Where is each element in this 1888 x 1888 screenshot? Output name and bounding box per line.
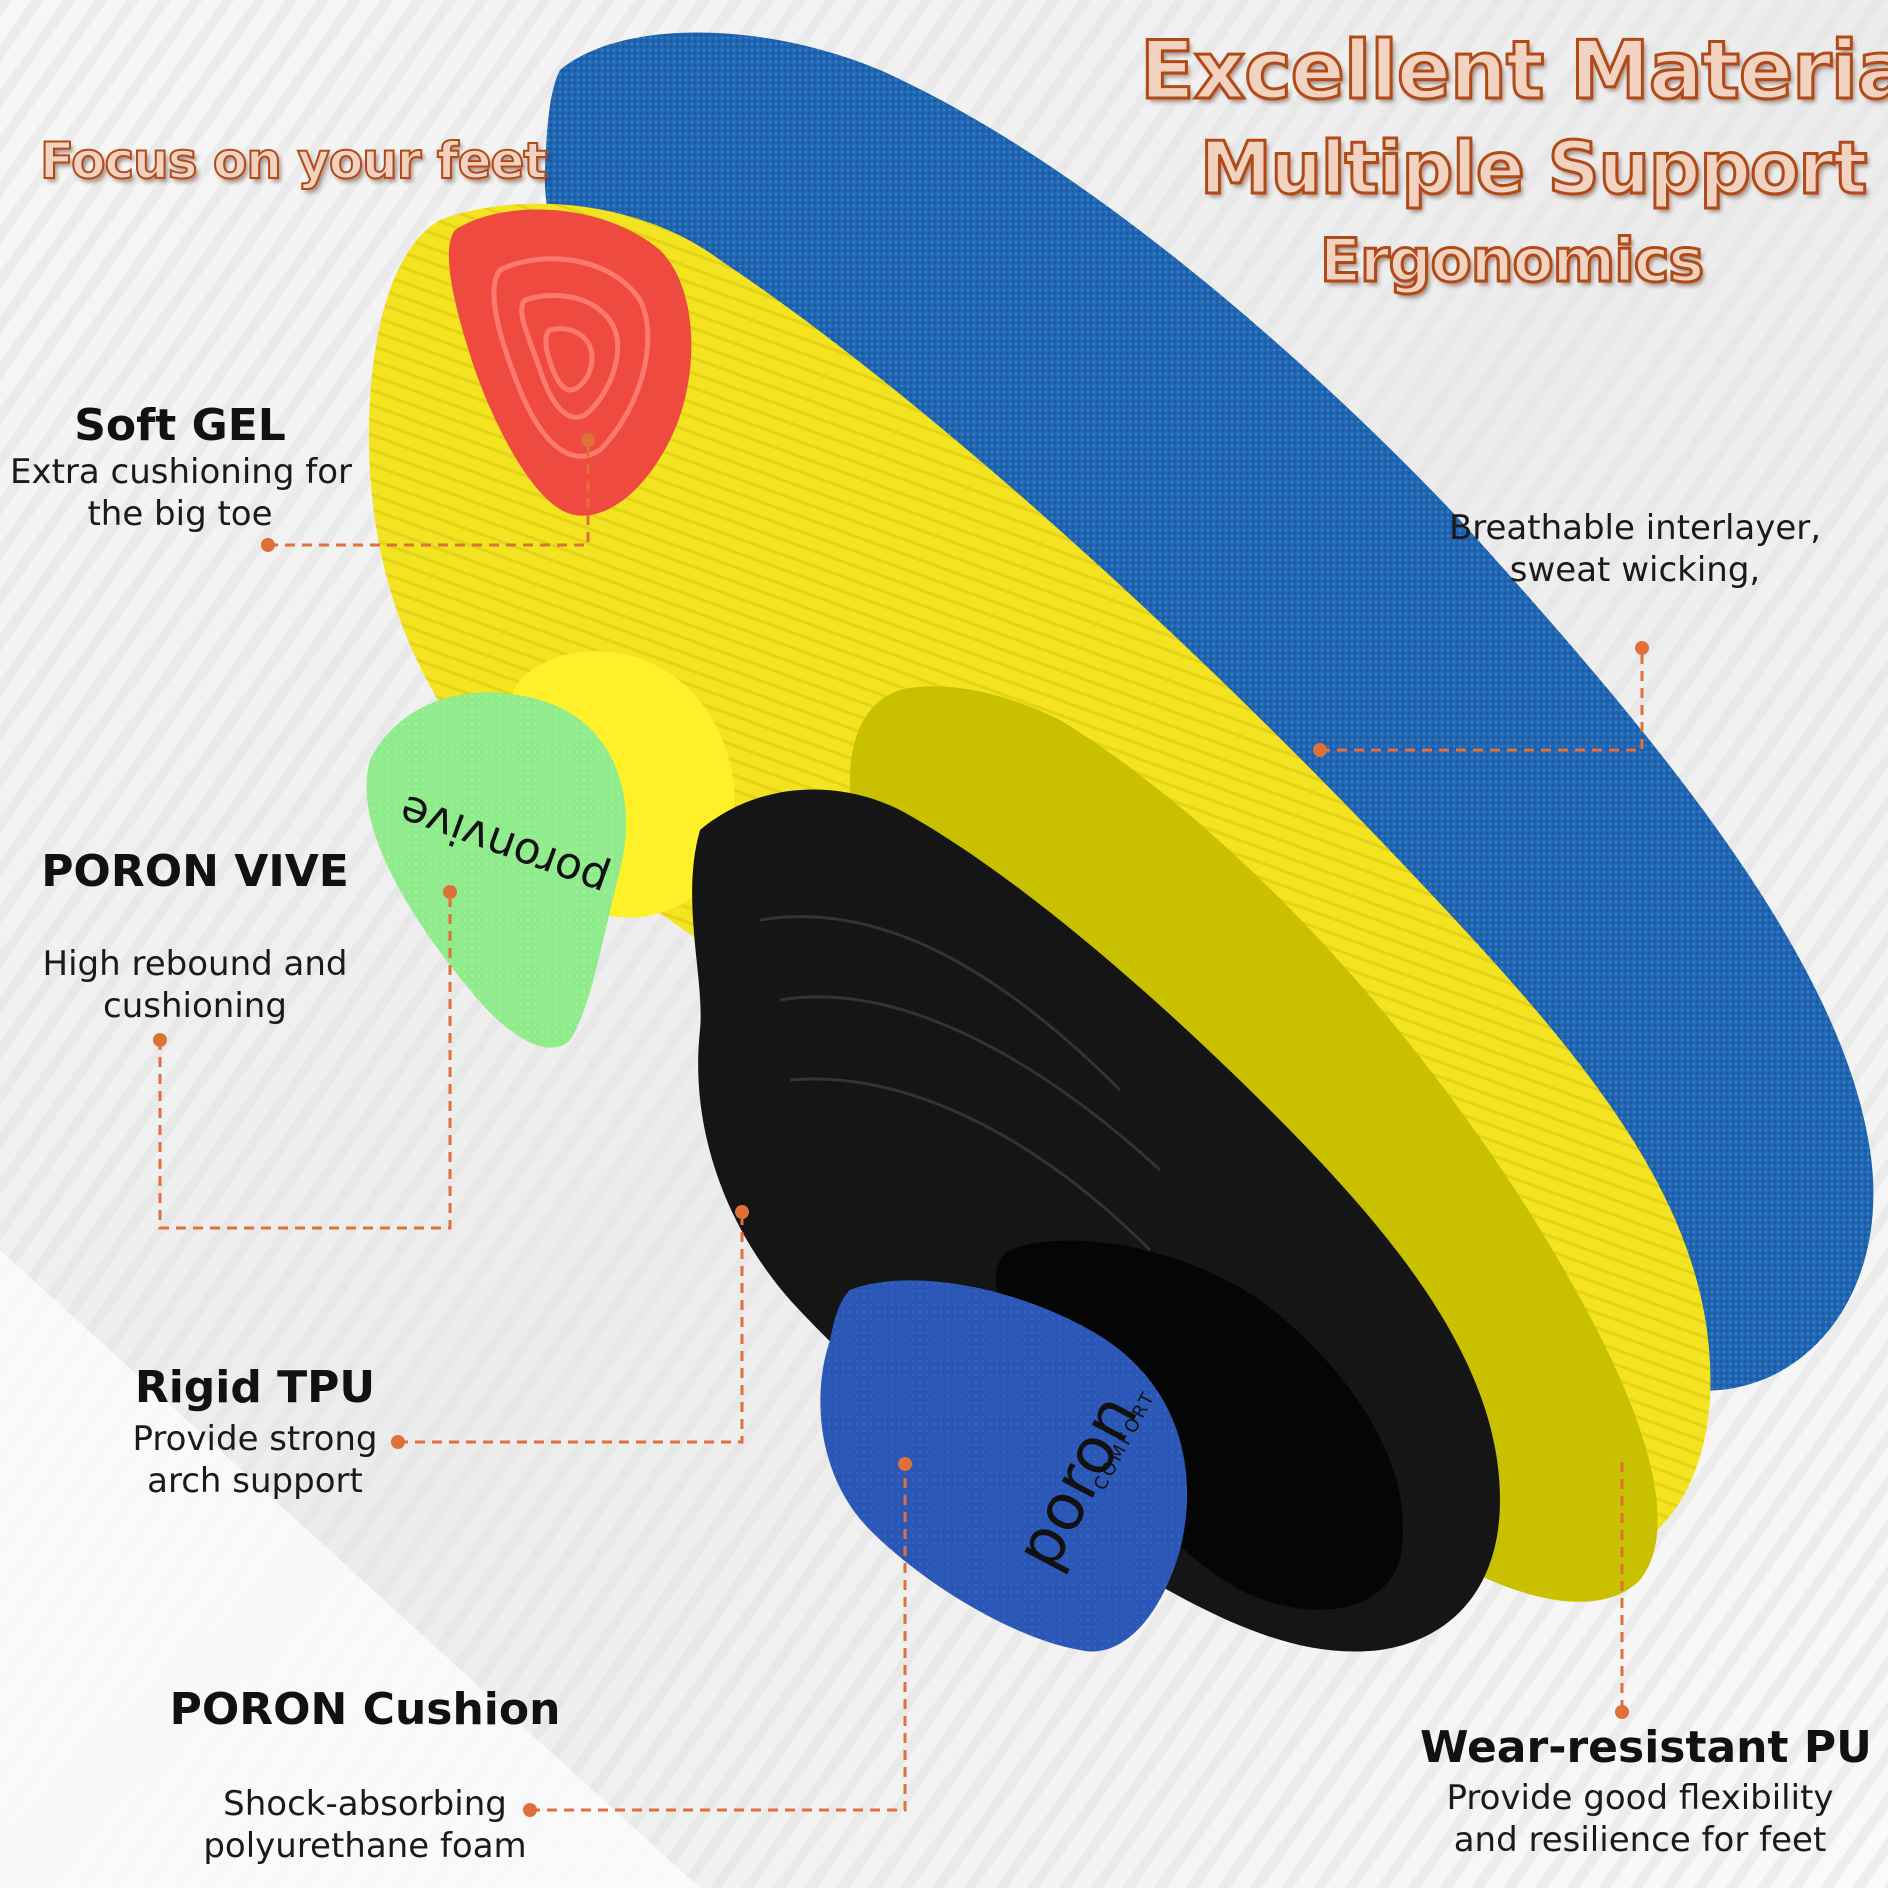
breathable-desc-line1: Breathable interlayer,	[1448, 508, 1822, 548]
leader-breathable	[1320, 648, 1644, 752]
wear-pu-title: Wear-resistant PU	[1420, 1722, 1872, 1773]
leader-rigid-tpu	[398, 1212, 744, 1444]
callout-leaders	[158, 440, 1644, 1812]
rigid-tpu-shell	[692, 789, 1500, 1652]
soft-gel-desc-line1: Extra cushioning for	[10, 452, 352, 492]
dot-poron-cushion-target	[898, 1457, 912, 1471]
rigid-tpu-desc-line1: Provide strong	[132, 1419, 378, 1459]
dot-breathable-target	[1313, 743, 1327, 757]
leader-poron-cushion	[530, 1464, 907, 1812]
dot-soft-gel	[261, 538, 275, 552]
wear-pu-desc-line2: and resilience for feet	[1453, 1820, 1827, 1860]
breathable-desc-line2: sweat wicking,	[1509, 550, 1761, 590]
headline-line2: Multiple Support	[1199, 125, 1869, 212]
headline-line1: Excellent Material	[1139, 23, 1888, 119]
wear-pu-desc-line1: Provide good flexibility	[1446, 1778, 1834, 1818]
poron-cushion-desc-line1: Shock-absorbing	[223, 1784, 507, 1824]
dot-rigid-tpu	[391, 1435, 405, 1449]
background-light-wedge	[0, 1250, 700, 1888]
dot-poron-cushion	[523, 1803, 537, 1817]
rigid-tpu-desc-line2: arch support	[147, 1461, 363, 1501]
dot-poron-vive	[153, 1033, 167, 1047]
dot-rigid-tpu-target	[735, 1205, 749, 1219]
poron-vive-desc-line2: cushioning	[103, 986, 287, 1026]
dot-breathable	[1635, 641, 1649, 655]
poron-vive-desc-line1: High rebound and	[42, 944, 348, 984]
leader-soft-gel	[268, 440, 590, 547]
dot-soft-gel-target	[581, 433, 595, 447]
headline-line3: Ergonomics	[1319, 225, 1706, 298]
callout-dots	[153, 433, 1649, 1817]
poron-vive-title: PORON VIVE	[41, 846, 349, 897]
rigid-tpu-title: Rigid TPU	[134, 1362, 376, 1413]
soft-gel-desc-line2: the big toe	[87, 494, 273, 534]
dot-poron-vive-target	[443, 885, 457, 899]
poron-cushion-pad	[820, 1280, 1188, 1652]
tagline: Focus on your feet	[39, 131, 548, 191]
leader-poron-vive	[158, 892, 452, 1230]
dot-wear-pu	[1615, 1705, 1629, 1719]
poron-cushion-title: PORON Cushion	[169, 1684, 561, 1735]
soft-gel-pad	[448, 209, 692, 516]
poron-cushion-desc-line2: polyurethane foam	[203, 1826, 527, 1866]
soft-gel-title: Soft GEL	[74, 400, 286, 451]
poron-vive-pad	[366, 692, 627, 1048]
